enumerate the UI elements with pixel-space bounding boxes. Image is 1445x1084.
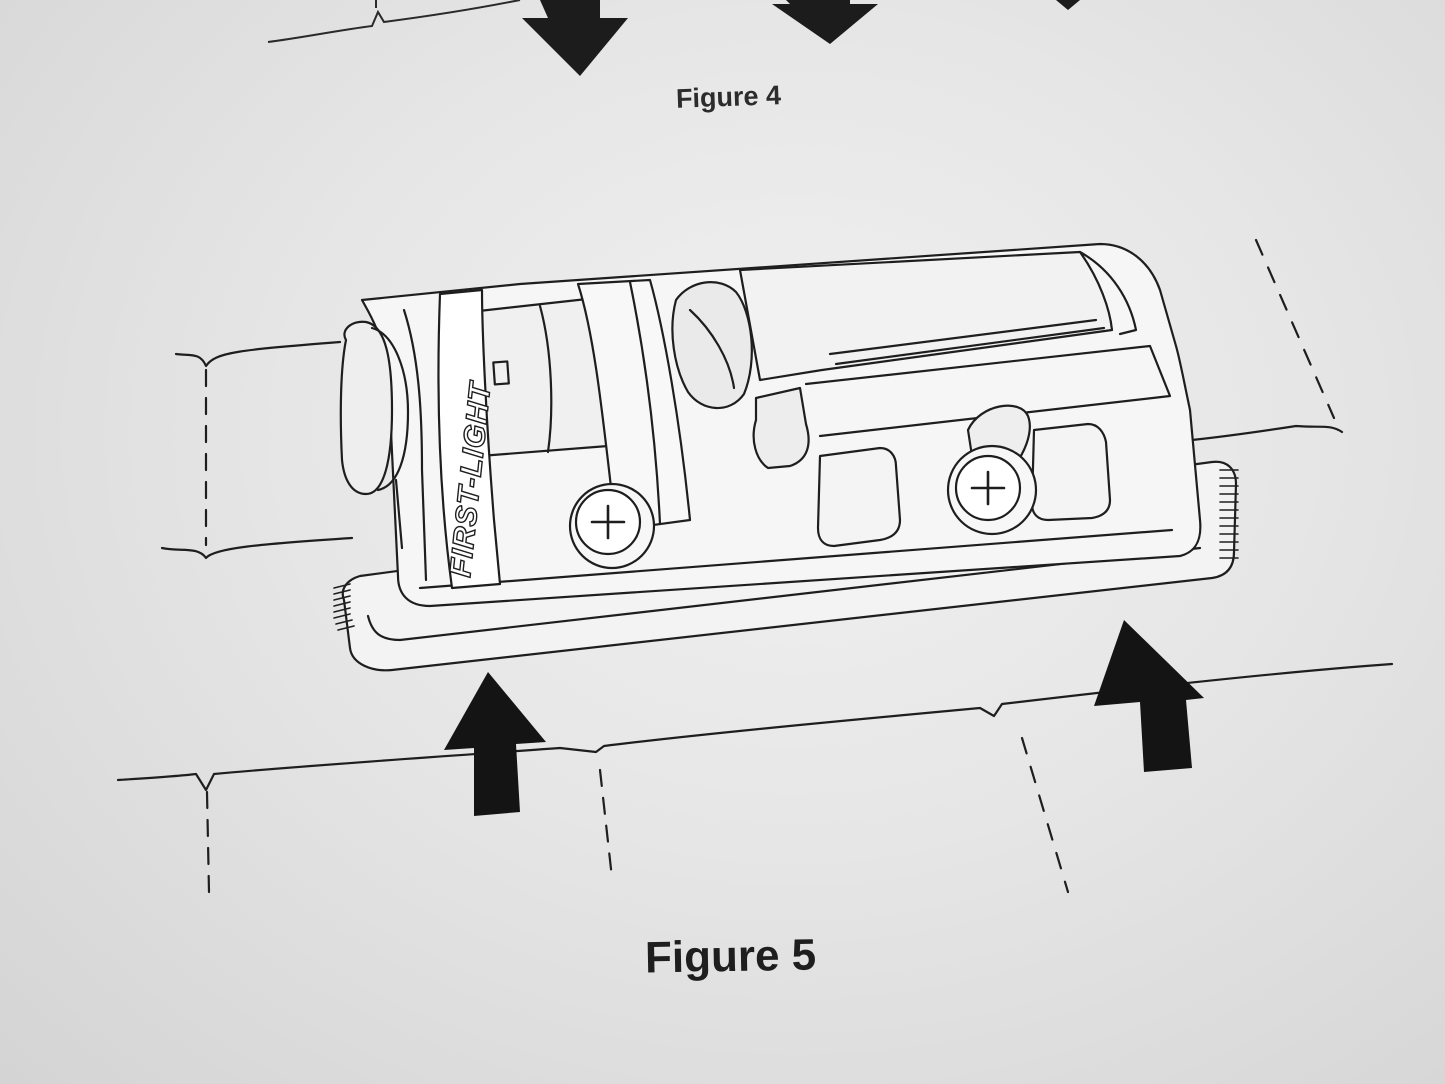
push-arrow-right-icon [1094, 620, 1204, 772]
rail-cut-dash-left-lower [205, 790, 211, 894]
phillips-screw-left-icon [568, 482, 656, 570]
phillips-screw-right-icon [946, 444, 1038, 536]
figure-4-arrow-tip-edge [1056, 0, 1080, 10]
rail-lower-front-edge [116, 662, 1394, 792]
figure-4-rail-line [267, 0, 521, 43]
rail-cut-dash-right-lower [1020, 736, 1070, 894]
battery-tube-seam [538, 304, 553, 454]
figure-4-caption: Figure 4 [675, 80, 782, 114]
device-housing-inner-ledge [418, 528, 1174, 590]
recoil-lug-right [1030, 422, 1112, 522]
figure-4-arrow-down-right [772, 0, 878, 44]
tail-cap-knob [339, 320, 394, 496]
figure-5-illustration [116, 238, 1394, 894]
recoil-lug-left [816, 446, 902, 548]
device-housing-side-wall [402, 308, 428, 582]
tail-cap-knob-rim [370, 326, 410, 492]
push-arrows [444, 620, 1204, 816]
brand-side-plate [437, 288, 502, 590]
tail-cap-stem [394, 478, 404, 550]
battery-tube-notch [492, 360, 510, 386]
figure-4-arrow-down-left [522, 0, 628, 76]
emitter-panel-slats [828, 318, 1106, 366]
rail-top-edge-left [174, 340, 342, 368]
thumb-lever-face [688, 308, 736, 390]
push-arrow-left-icon [444, 672, 546, 816]
figure-4-illustration [267, 0, 1080, 76]
rail-top-edge-right [1190, 424, 1344, 442]
figure-5-caption: Figure 5 [644, 930, 817, 983]
clamp-band [576, 278, 692, 532]
rail-cut-dash-right-upper [1254, 238, 1336, 420]
knurled-edge-left [333, 583, 355, 631]
rail-bottom-edge-left [160, 536, 354, 560]
clamp-band-edge [628, 280, 662, 526]
emitter-bezel-right [1078, 250, 1138, 336]
rail-cut-dash-middle-lower [598, 768, 614, 880]
knurled-edge-right [1219, 469, 1239, 559]
emitter-panel [738, 250, 1114, 382]
mount-base-plate-inner-edge [366, 546, 1202, 642]
rail-latch-block [752, 386, 810, 470]
